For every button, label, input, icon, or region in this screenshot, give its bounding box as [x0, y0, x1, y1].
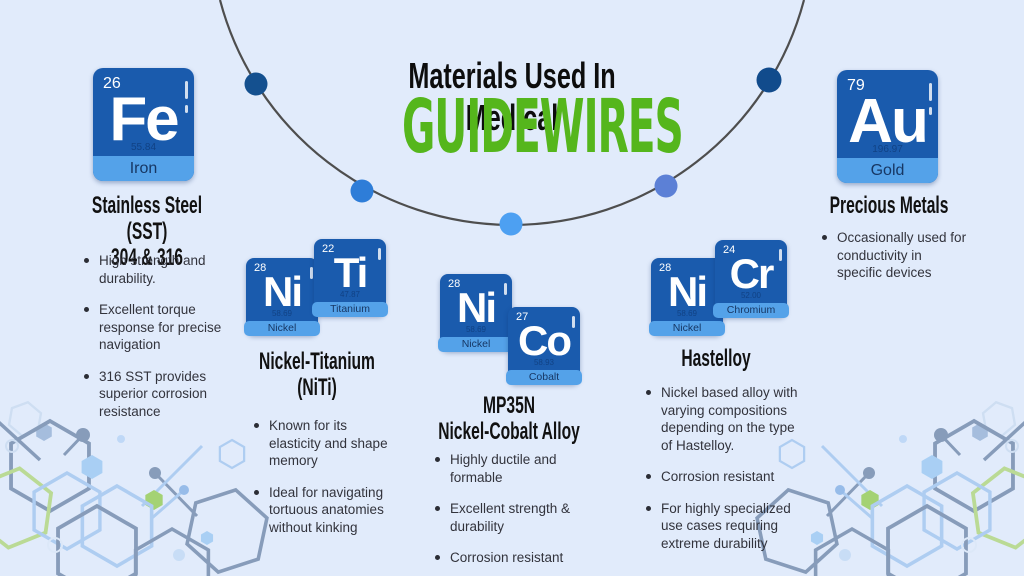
- bullet-item: Corrosion resistant: [433, 549, 593, 567]
- main-title-accent-text: GUIDEWIRES: [402, 84, 684, 170]
- section-heading-precious: Precious Metals: [779, 193, 999, 219]
- atomic-number: 28: [254, 262, 267, 274]
- heading-line: Precious Metals: [829, 192, 949, 219]
- atomic-number: 24: [723, 244, 736, 256]
- heading-line: MP35N: [482, 392, 536, 419]
- main-title-accent: GUIDEWIRES: [312, 84, 712, 170]
- atomic-mass: 55.84: [130, 142, 157, 153]
- hexagon-cluster: [0, 400, 271, 576]
- atomic-mass: 52.00: [740, 291, 762, 300]
- element-tile-co: 27 Co 58.93 Cobalt: [506, 307, 582, 385]
- atomic-number: 79: [847, 77, 865, 94]
- atomic-mass: 47.87: [339, 290, 361, 299]
- shine-mark: [310, 267, 313, 279]
- element-tile-cr: 24 Cr 52.00 Chromium: [713, 240, 789, 318]
- element-symbol: Ni: [668, 268, 708, 315]
- molecule-decoration-right: [752, 356, 1024, 576]
- atomic-number: 26: [103, 75, 121, 92]
- bullet-list-niti: Known for its elasticity and shape memor…: [252, 417, 402, 550]
- bullet-item: For highly specialized use cases requiri…: [644, 500, 809, 553]
- atomic-number: 27: [516, 311, 529, 323]
- element-symbol: Ti: [333, 249, 369, 296]
- element-tile-au: 79 Au 196.97 Gold: [837, 70, 938, 183]
- bullet-item: Excellent strength & durability: [433, 500, 593, 535]
- element-name: Chromium: [713, 303, 789, 318]
- arc-dot: [350, 179, 374, 203]
- shine-mark: [572, 316, 575, 328]
- bullet-list-sst: High strength and durability. Excellent …: [82, 252, 237, 434]
- hexagon-cluster: [753, 400, 1024, 576]
- section-heading-sst: Stainless Steel (SST) 304 & 316: [37, 193, 257, 271]
- heading-line: Hastelloy: [681, 345, 751, 372]
- atomic-number: 28: [448, 278, 461, 290]
- arc-dot: [756, 67, 782, 93]
- atomic-mass: 58.93: [533, 358, 555, 367]
- shine-mark: [504, 283, 507, 295]
- bullet-item: Highly ductile and formable: [433, 451, 593, 486]
- molecule-decoration-left: [0, 356, 272, 576]
- section-heading-hastelloy: Hastelloy: [606, 346, 826, 372]
- atomic-number: 28: [659, 262, 672, 274]
- element-name: Nickel: [438, 337, 514, 352]
- shine-mark: [929, 83, 932, 101]
- bullet-list-hastelloy: Nickel based alloy with varying composit…: [644, 384, 809, 566]
- element-symbol: Cr: [729, 250, 775, 297]
- heading-line: Nickel-Cobalt Alloy: [438, 417, 580, 445]
- element-tile-ti: 22 Ti 47.87 Titanium: [312, 239, 388, 317]
- atomic-number: 22: [322, 243, 335, 255]
- bullet-item: Known for its elasticity and shape memor…: [252, 417, 402, 470]
- heading-line: 304 & 316: [110, 243, 183, 271]
- section-heading-niti: Nickel-Titanium (NiTi): [207, 349, 427, 401]
- bullet-item: Ideal for navigating tortuous anatomies …: [252, 484, 402, 537]
- shine-mark: [185, 81, 188, 99]
- shine-mark: [929, 107, 932, 115]
- bullet-list-mp35n: Highly ductile and formable Excellent st…: [433, 451, 593, 576]
- shine-mark: [779, 249, 782, 261]
- main-title-text: Materials Used In Medical: [408, 55, 616, 138]
- bullet-item: 316 SST provides superior corrosion resi…: [82, 368, 237, 421]
- bullet-item: Occasionally used for conductivity in sp…: [820, 229, 970, 282]
- element-name: Cobalt: [506, 370, 582, 385]
- element-tile-ni: 28 Ni 58.69 Nickel: [649, 258, 725, 336]
- heading-line: (NiTi): [297, 373, 337, 401]
- atomic-mass: 196.97: [872, 144, 903, 155]
- bullet-list-precious: Occasionally used for conductivity in sp…: [820, 229, 970, 296]
- main-title: Materials Used In Medical: [312, 55, 712, 139]
- element-name: Nickel: [244, 321, 320, 336]
- element-symbol: Au: [848, 87, 929, 156]
- element-symbol: Ni: [263, 268, 303, 315]
- element-symbol: Fe: [109, 85, 179, 154]
- element-tile-fe: 26 Fe 55.84 Iron: [93, 68, 194, 181]
- bullet-item: Nickel based alloy with varying composit…: [644, 384, 809, 454]
- element-name: Iron: [93, 156, 194, 181]
- shine-mark: [185, 105, 188, 113]
- bullet-item: Corrosion resistant: [644, 468, 809, 486]
- element-name: Titanium: [312, 302, 388, 317]
- atomic-mass: 58.69: [465, 325, 487, 334]
- shine-mark: [378, 248, 381, 260]
- heading-line: Stainless Steel (SST): [91, 192, 203, 245]
- element-tile-ni: 28 Ni 58.69 Nickel: [438, 274, 514, 352]
- atomic-mass: 58.69: [676, 309, 698, 318]
- heading-line: Nickel-Titanium: [259, 348, 375, 375]
- element-name: Nickel: [649, 321, 725, 336]
- element-tile-ni: 28 Ni 58.69 Nickel: [244, 258, 320, 336]
- atomic-mass: 58.69: [271, 309, 293, 318]
- orbit-arc: [218, 0, 806, 236]
- element-symbol: Ni: [457, 284, 497, 331]
- element-symbol: Co: [518, 317, 572, 364]
- element-name: Gold: [837, 158, 938, 183]
- bullet-item: Excellent torque response for precise na…: [82, 301, 237, 354]
- arc-dot: [499, 212, 523, 236]
- arc-dot: [654, 174, 678, 198]
- section-heading-mp35n: MP35N Nickel-Cobalt Alloy: [399, 393, 619, 445]
- arc-dot: [244, 72, 268, 96]
- bullet-item: High strength and durability.: [82, 252, 237, 287]
